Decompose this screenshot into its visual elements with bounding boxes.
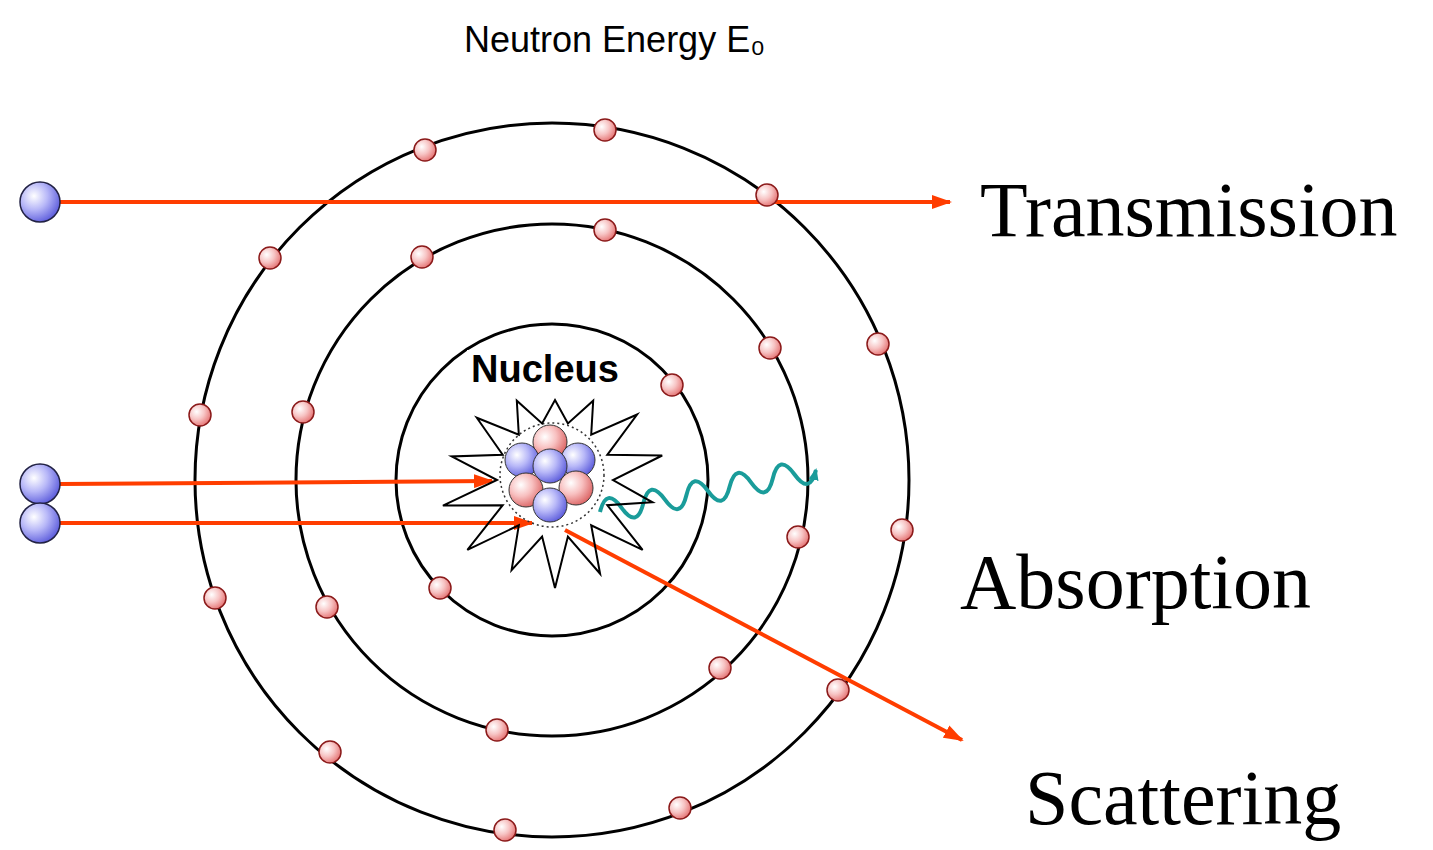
electrons-shape [316, 596, 338, 618]
electrons-shape [292, 401, 314, 423]
electrons-shape [827, 679, 849, 701]
electron-shells [195, 123, 909, 837]
electrons-shape [411, 246, 433, 268]
incoming-neutrons-shape [20, 464, 60, 504]
electrons-shape [867, 333, 889, 355]
nucleus-core-shape [500, 423, 604, 527]
neutron-paths-shape [60, 521, 532, 525]
electrons-shape [709, 657, 731, 679]
incoming-neutrons-shape [20, 182, 60, 222]
electrons-shape [594, 219, 616, 241]
nucleus-core [500, 423, 604, 527]
nucleus-burst: Nucleus [430, 340, 660, 605]
electrons-shape [319, 741, 341, 763]
incoming-neutrons [20, 182, 60, 543]
neutron-paths-shape [60, 481, 492, 484]
outcome-label: Absorption [960, 541, 1311, 623]
electrons-shape [204, 587, 226, 609]
diagram-title: Neutron Energy E₀ [464, 19, 765, 60]
electrons [189, 119, 913, 841]
nucleus-core-shape [533, 488, 567, 522]
outcome-label: Transmission [980, 169, 1398, 251]
starburst-shape [443, 400, 662, 588]
electrons-shape [486, 719, 508, 741]
neutron-paths [60, 202, 962, 740]
neutron-paths-shape [60, 200, 950, 204]
incoming-neutrons-shape [20, 503, 60, 543]
electrons-shape [494, 819, 516, 841]
electrons-shape [661, 374, 683, 396]
electrons-shape [259, 247, 281, 269]
electrons-shape [429, 577, 451, 599]
electrons-shape [756, 184, 778, 206]
electrons-shape [414, 139, 436, 161]
electrons-shape [189, 404, 211, 426]
electrons-shape [891, 519, 913, 541]
outcome-label: Scattering [1025, 757, 1341, 839]
electrons-shape [787, 526, 809, 548]
electron-shells-shape [195, 123, 909, 837]
node-label: Nucleus [467, 350, 623, 390]
electrons-shape [669, 797, 691, 819]
electrons-shape [594, 119, 616, 141]
electrons-shape [759, 337, 781, 359]
neutron-paths-shape [565, 530, 962, 740]
